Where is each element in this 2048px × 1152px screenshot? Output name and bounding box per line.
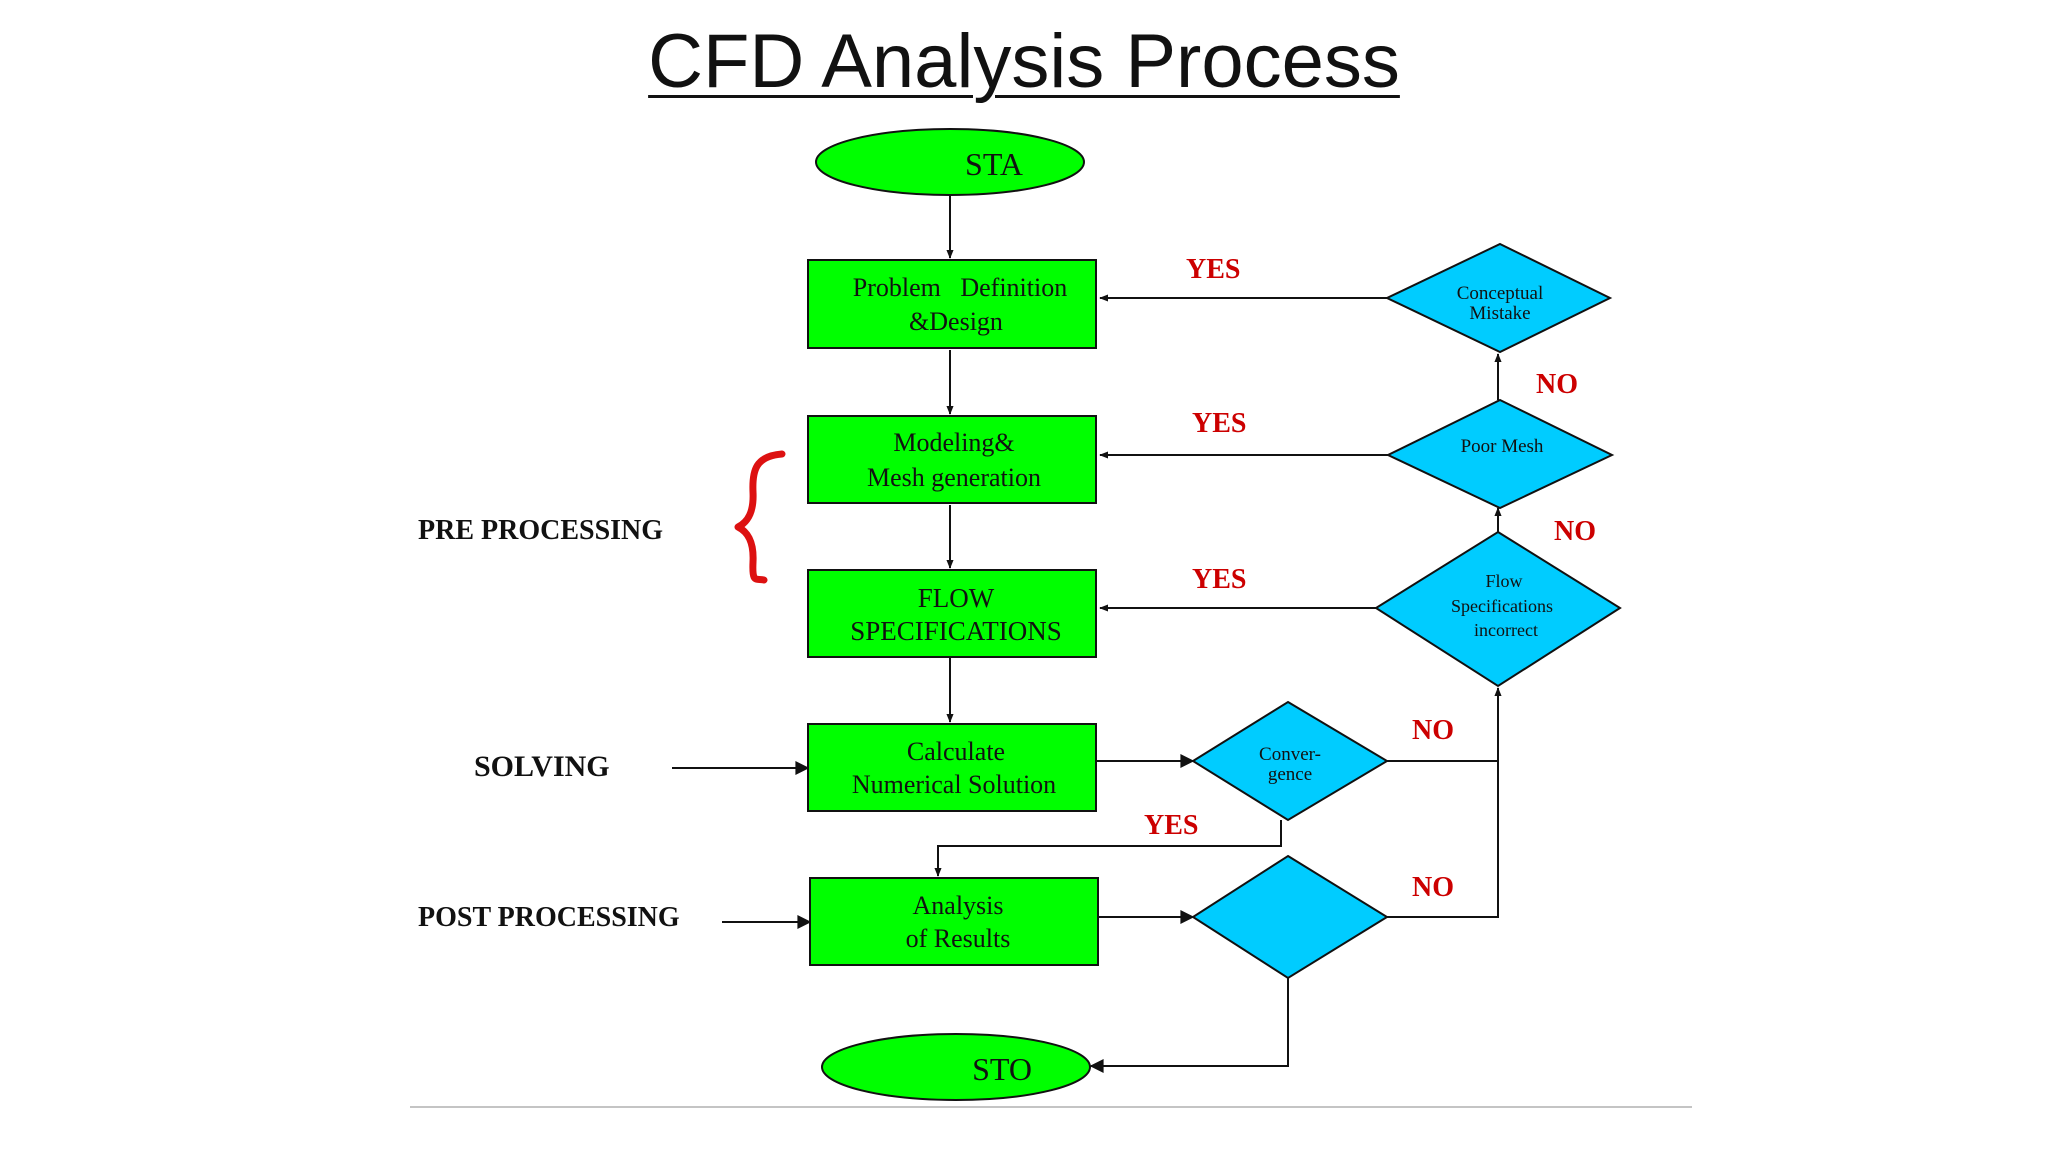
process-problem-label-1: Problem Definition (853, 273, 1067, 302)
label-no-results: NO (1412, 872, 1454, 903)
decision-flow-label-3: incorrect (1474, 620, 1538, 640)
process-flow-specifications: FLOW SPECIFICATIONS (807, 569, 1097, 658)
decision-flow-label-2: Specifications (1451, 596, 1553, 616)
decision-conceptual-label-2: Mistake (1469, 303, 1530, 324)
process-problem-definition: Problem Definition &Design (807, 259, 1097, 349)
label-yes-convergence: YES (1144, 810, 1198, 841)
process-modeling-box (807, 415, 1097, 504)
process-problem-label-2: &Design (909, 307, 1003, 336)
process-analysis-box (809, 877, 1099, 966)
slide-title: CFD Analysis Process (0, 14, 2048, 110)
pre-processing-brace (734, 450, 786, 584)
decision-poor-mesh-shape (1385, 398, 1615, 510)
process-calculate-solution: Calculate Numerical Solution (807, 723, 1097, 812)
label-no-flow-spec: NO (1554, 516, 1596, 547)
decision-poor-mesh: Poor Mesh (1385, 398, 1615, 510)
process-flow-label-2: SPECIFICATIONS (850, 616, 1062, 646)
decision-poor-mesh-label: Poor Mesh (1461, 436, 1544, 457)
label-no-poor-mesh: NO (1536, 369, 1578, 400)
connector-check-to-stop (1089, 978, 1289, 1073)
decision-conceptual-label-1: Conceptual (1457, 283, 1544, 304)
process-analysis-label-2: of Results (906, 924, 1011, 953)
decision-convergence-label-2: gence (1268, 764, 1312, 785)
process-modeling: Modeling& Mesh generation (807, 415, 1097, 504)
decision-flow-label-1: Flow (1485, 571, 1522, 591)
terminal-stop: STO (821, 1033, 1091, 1101)
stage-post-processing: POST PROCESSING (418, 902, 680, 933)
stage-pre-processing: PRE PROCESSING (418, 515, 663, 546)
connector-convergence-yes (934, 820, 1282, 877)
label-yes-conceptual: YES (1186, 254, 1240, 285)
decision-convergence-label-1: Conver- (1259, 744, 1321, 765)
decision-results-check (1191, 854, 1389, 980)
process-calculate-box (807, 723, 1097, 812)
process-calculate-label-2: Numerical Solution (852, 770, 1056, 799)
process-flow-label-1: FLOW (918, 583, 995, 613)
decision-convergence-shape (1191, 700, 1389, 822)
process-problem-box (807, 259, 1097, 349)
decision-conceptual-mistake: Conceptual Mistake (1384, 242, 1613, 354)
decision-flow-shape (1374, 530, 1622, 688)
process-analysis-results: Analysis of Results (809, 877, 1099, 966)
process-analysis-label-1: Analysis (913, 891, 1004, 920)
process-modeling-label-1: Modeling& (893, 428, 1014, 457)
start-ellipse (815, 128, 1085, 196)
process-modeling-label-2: Mesh generation (867, 463, 1041, 492)
process-calculate-label-1: Calculate (907, 737, 1005, 766)
label-yes-poor-mesh: YES (1192, 408, 1246, 439)
stage-solving: SOLVING (474, 750, 610, 783)
decision-convergence: Conver- gence (1191, 700, 1389, 822)
process-flow-box (807, 569, 1097, 658)
label-yes-flow-spec: YES (1192, 564, 1246, 595)
decision-conceptual-shape (1384, 242, 1613, 354)
terminal-start: STA (815, 128, 1085, 196)
stop-label: STO (972, 1051, 1032, 1087)
start-label: STA (965, 146, 1023, 182)
decision-flow-specifications: Flow Specifications incorrect (1374, 530, 1622, 688)
slide-title-text: CFD Analysis Process (648, 19, 1400, 104)
stop-ellipse (821, 1033, 1091, 1101)
label-no-convergence: NO (1412, 715, 1454, 746)
connector-results-no (1387, 687, 1502, 918)
decision-results-shape (1191, 854, 1389, 980)
